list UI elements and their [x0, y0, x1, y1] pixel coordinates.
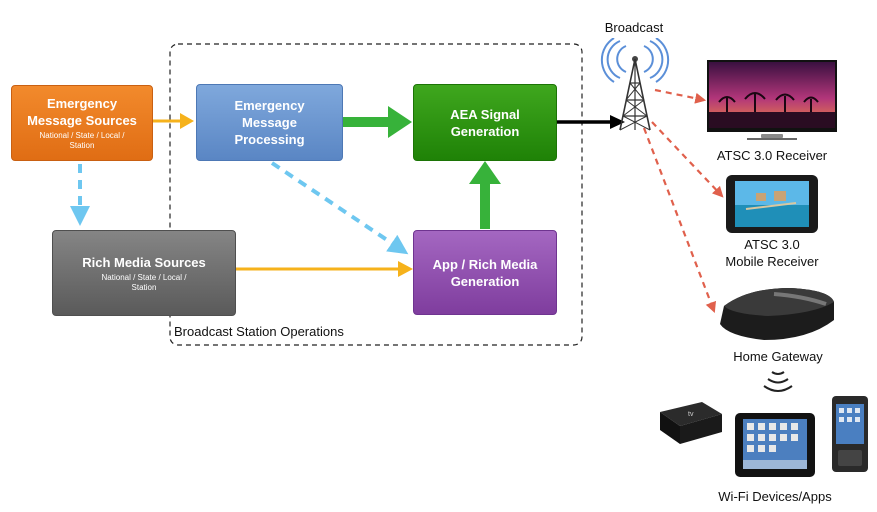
rich-media-subtitle-1: National / State / Local /	[101, 272, 187, 282]
wifi-signal-icon	[763, 371, 793, 392]
mobile-receiver-label-1: ATSC 3.0	[744, 237, 800, 252]
wifi-devices-label: Wi-Fi Devices/Apps	[718, 489, 832, 504]
rf-link-to-mobile	[651, 121, 724, 198]
emergency-message-sources-box: Emergency Message Sources National / Sta…	[11, 85, 153, 161]
station-region-border	[169, 43, 583, 346]
station-region-label: Broadcast Station Operations	[174, 324, 344, 339]
mobile-receiver-label-2: Mobile Receiver	[725, 254, 819, 269]
arrow-sources-to-processing-head	[180, 113, 194, 129]
broadcast-tower-icon	[600, 38, 670, 131]
mobile-receiver-icon	[726, 175, 818, 233]
arrow-richmedia-to-app-head	[398, 261, 413, 277]
arrow-processing-to-aea	[343, 106, 412, 138]
dashed-arrow-processing-to-app	[270, 161, 409, 255]
tv-receiver-icon	[707, 60, 837, 140]
tv-receiver-label: ATSC 3.0 Receiver	[716, 148, 828, 163]
aea-title-2: Generation	[450, 123, 520, 139]
rich-media-sources-box: Rich Media Sources National / State / Lo…	[52, 230, 236, 316]
aea-signal-generation-box: AEA Signal Generation	[413, 84, 557, 161]
processing-title-3: Processing	[234, 132, 305, 147]
emergency-sources-title-2: Message Sources	[27, 113, 137, 128]
rf-link-to-tv	[654, 88, 707, 104]
rich-media-subtitle-2: Station	[131, 282, 157, 292]
emergency-sources-title-1: Emergency	[46, 96, 118, 111]
smartphone-device-icon	[832, 396, 868, 472]
emergency-message-processing-box: Emergency Message Processing	[196, 84, 343, 161]
app-rich-media-generation-box: App / Rich Media Generation	[413, 230, 557, 315]
home-gateway-label: Home Gateway	[733, 349, 823, 364]
rich-media-title: Rich Media Sources	[82, 254, 206, 270]
arrow-aea-to-tower-head	[610, 115, 625, 129]
arrow-app-to-aea	[469, 161, 501, 229]
rf-link-to-gateway	[642, 127, 716, 314]
app-title-1: App / Rich Media	[432, 256, 538, 272]
processing-title-2: Message	[242, 115, 297, 130]
home-gateway-icon	[720, 288, 834, 340]
aea-title-1: AEA Signal	[450, 106, 520, 122]
svg-text:tv: tv	[688, 411, 694, 418]
broadcast-label: Broadcast	[604, 20, 664, 35]
emergency-sources-subtitle-2: Station	[69, 141, 95, 150]
tablet-device-icon	[735, 413, 815, 477]
set-top-box-icon: tv	[660, 402, 722, 444]
processing-title-1: Emergency	[234, 98, 305, 113]
app-title-2: Generation	[450, 273, 520, 289]
emergency-sources-subtitle-1: National / State / Local /	[39, 131, 125, 140]
